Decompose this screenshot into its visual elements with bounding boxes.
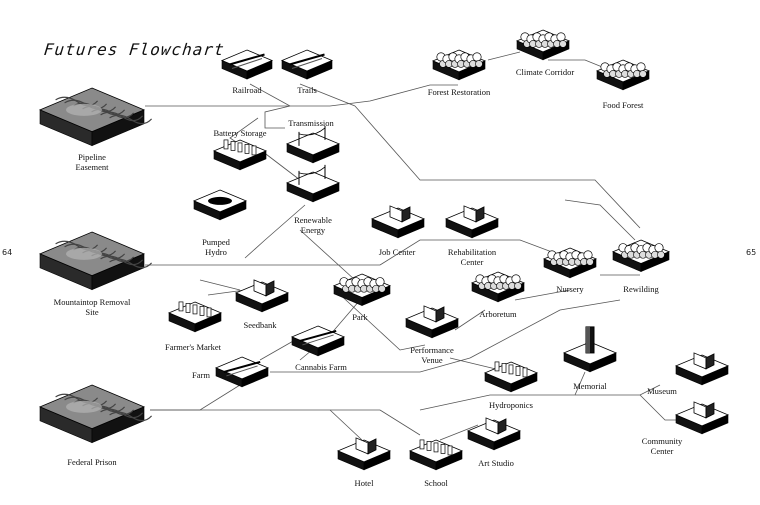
tile-rewilding xyxy=(611,239,671,272)
link-prison-main xyxy=(150,409,421,436)
link-mtr-main xyxy=(145,239,470,266)
link-farm-perf xyxy=(270,357,471,373)
label-farmers-market: Farmer's Market xyxy=(164,342,222,352)
tile-transmission xyxy=(285,125,341,164)
label-job-center: Job Center xyxy=(378,247,416,257)
label-farm: Farm xyxy=(192,370,210,380)
link-arb-nursery xyxy=(514,289,571,301)
link-renew-park xyxy=(299,229,356,281)
label-food-forest: Food Forest xyxy=(602,100,644,110)
label-cannabis-farm: Cannabis Farm xyxy=(295,362,347,372)
tile-rehab-center xyxy=(444,205,500,239)
tile-farm xyxy=(214,356,270,388)
tile-cannabis-farm xyxy=(290,325,346,357)
link-renew-pumped xyxy=(244,204,306,259)
tile-art-studio xyxy=(466,417,522,451)
label-transmission: Transmission xyxy=(288,118,334,128)
tile-renewable-energy xyxy=(285,164,341,203)
tile-memorial xyxy=(562,326,618,373)
tile-climate-corridor xyxy=(515,29,571,61)
link-memorial xyxy=(574,371,586,396)
tile-park xyxy=(332,273,392,306)
tile-pumped-hydro xyxy=(192,189,248,221)
link-pipeline-railroad xyxy=(249,83,291,107)
label-renewable-energy: Renewable Energy xyxy=(294,215,332,235)
label-trails: Trails xyxy=(297,85,317,95)
link-pipeline-rewild xyxy=(564,199,636,241)
link-perf-arboretum xyxy=(454,309,486,331)
link-forest-climate xyxy=(487,51,521,61)
tile-railroad xyxy=(220,49,274,80)
tile-hydroponics xyxy=(483,361,539,393)
page-number-right: 65 xyxy=(746,248,757,257)
tile-pipeline xyxy=(38,87,153,147)
label-hydroponics: Hydroponics xyxy=(489,400,533,410)
tile-mountaintop xyxy=(38,231,153,291)
label-climate-corridor: Climate Corridor xyxy=(515,67,575,77)
label-park: Park xyxy=(352,312,368,322)
label-memorial: Memorial xyxy=(573,381,607,391)
label-seedbank: Seedbank xyxy=(243,320,277,330)
label-nursery: Nursery xyxy=(556,284,584,294)
tile-forest-restoration xyxy=(431,49,487,81)
tile-community-center xyxy=(674,401,730,435)
link-prison-hydro xyxy=(419,384,661,411)
tile-museum xyxy=(674,352,730,386)
label-arboretum: Arboretum xyxy=(479,309,517,319)
label-mountaintop: Mountaintop Removal Site xyxy=(53,297,131,317)
label-community-center: Community Center xyxy=(641,436,683,456)
link-perf-rewild xyxy=(469,299,621,359)
link-pipeline-transmission xyxy=(264,105,291,129)
link-seedbank-farmer xyxy=(207,289,246,296)
label-pumped-hydro: Pumped Hydro xyxy=(202,237,230,257)
tile-hotel xyxy=(336,437,392,471)
link-trails xyxy=(299,83,356,107)
link-mtr-nursery xyxy=(470,239,561,256)
label-hotel: Hotel xyxy=(354,478,374,488)
page-number-left: 64 xyxy=(2,248,13,257)
label-forest-restoration: Forest Restoration xyxy=(427,87,491,97)
label-rewilding: Rewilding xyxy=(623,284,659,294)
link-pipeline-forest xyxy=(145,84,458,107)
tile-school xyxy=(408,439,464,471)
tile-job-center xyxy=(370,205,426,239)
tile-performance-venue xyxy=(404,305,460,339)
link-farm-cannabis xyxy=(259,339,296,361)
link-pipeline-nursery xyxy=(354,105,641,229)
tile-farmers-market xyxy=(167,301,223,333)
tile-prison xyxy=(38,384,153,444)
label-art-studio: Art Studio xyxy=(478,458,514,468)
link-prison-hotel xyxy=(329,409,363,441)
tile-nursery xyxy=(542,247,598,279)
label-battery-storage: Battery Storage xyxy=(213,128,267,138)
link-school-art xyxy=(439,424,479,441)
label-railroad: Railroad xyxy=(232,85,262,95)
link-park-perf xyxy=(334,289,426,351)
label-school: School xyxy=(424,478,448,488)
tile-food-forest xyxy=(595,59,651,91)
label-performance-venue: Performance Venue xyxy=(410,345,454,365)
tile-arboretum xyxy=(470,271,526,303)
label-prison: Federal Prison xyxy=(67,457,117,467)
link-perf-hydro xyxy=(449,357,501,371)
link-mtr-seedbank xyxy=(199,279,241,291)
tile-battery-storage xyxy=(212,139,268,171)
label-museum: Museum xyxy=(647,386,677,396)
label-pipeline: Pipeline Easement xyxy=(75,152,109,172)
tile-seedbank xyxy=(234,279,290,313)
tile-trails xyxy=(280,49,334,80)
label-rehab-center: Rehabilitation Center xyxy=(447,247,497,267)
